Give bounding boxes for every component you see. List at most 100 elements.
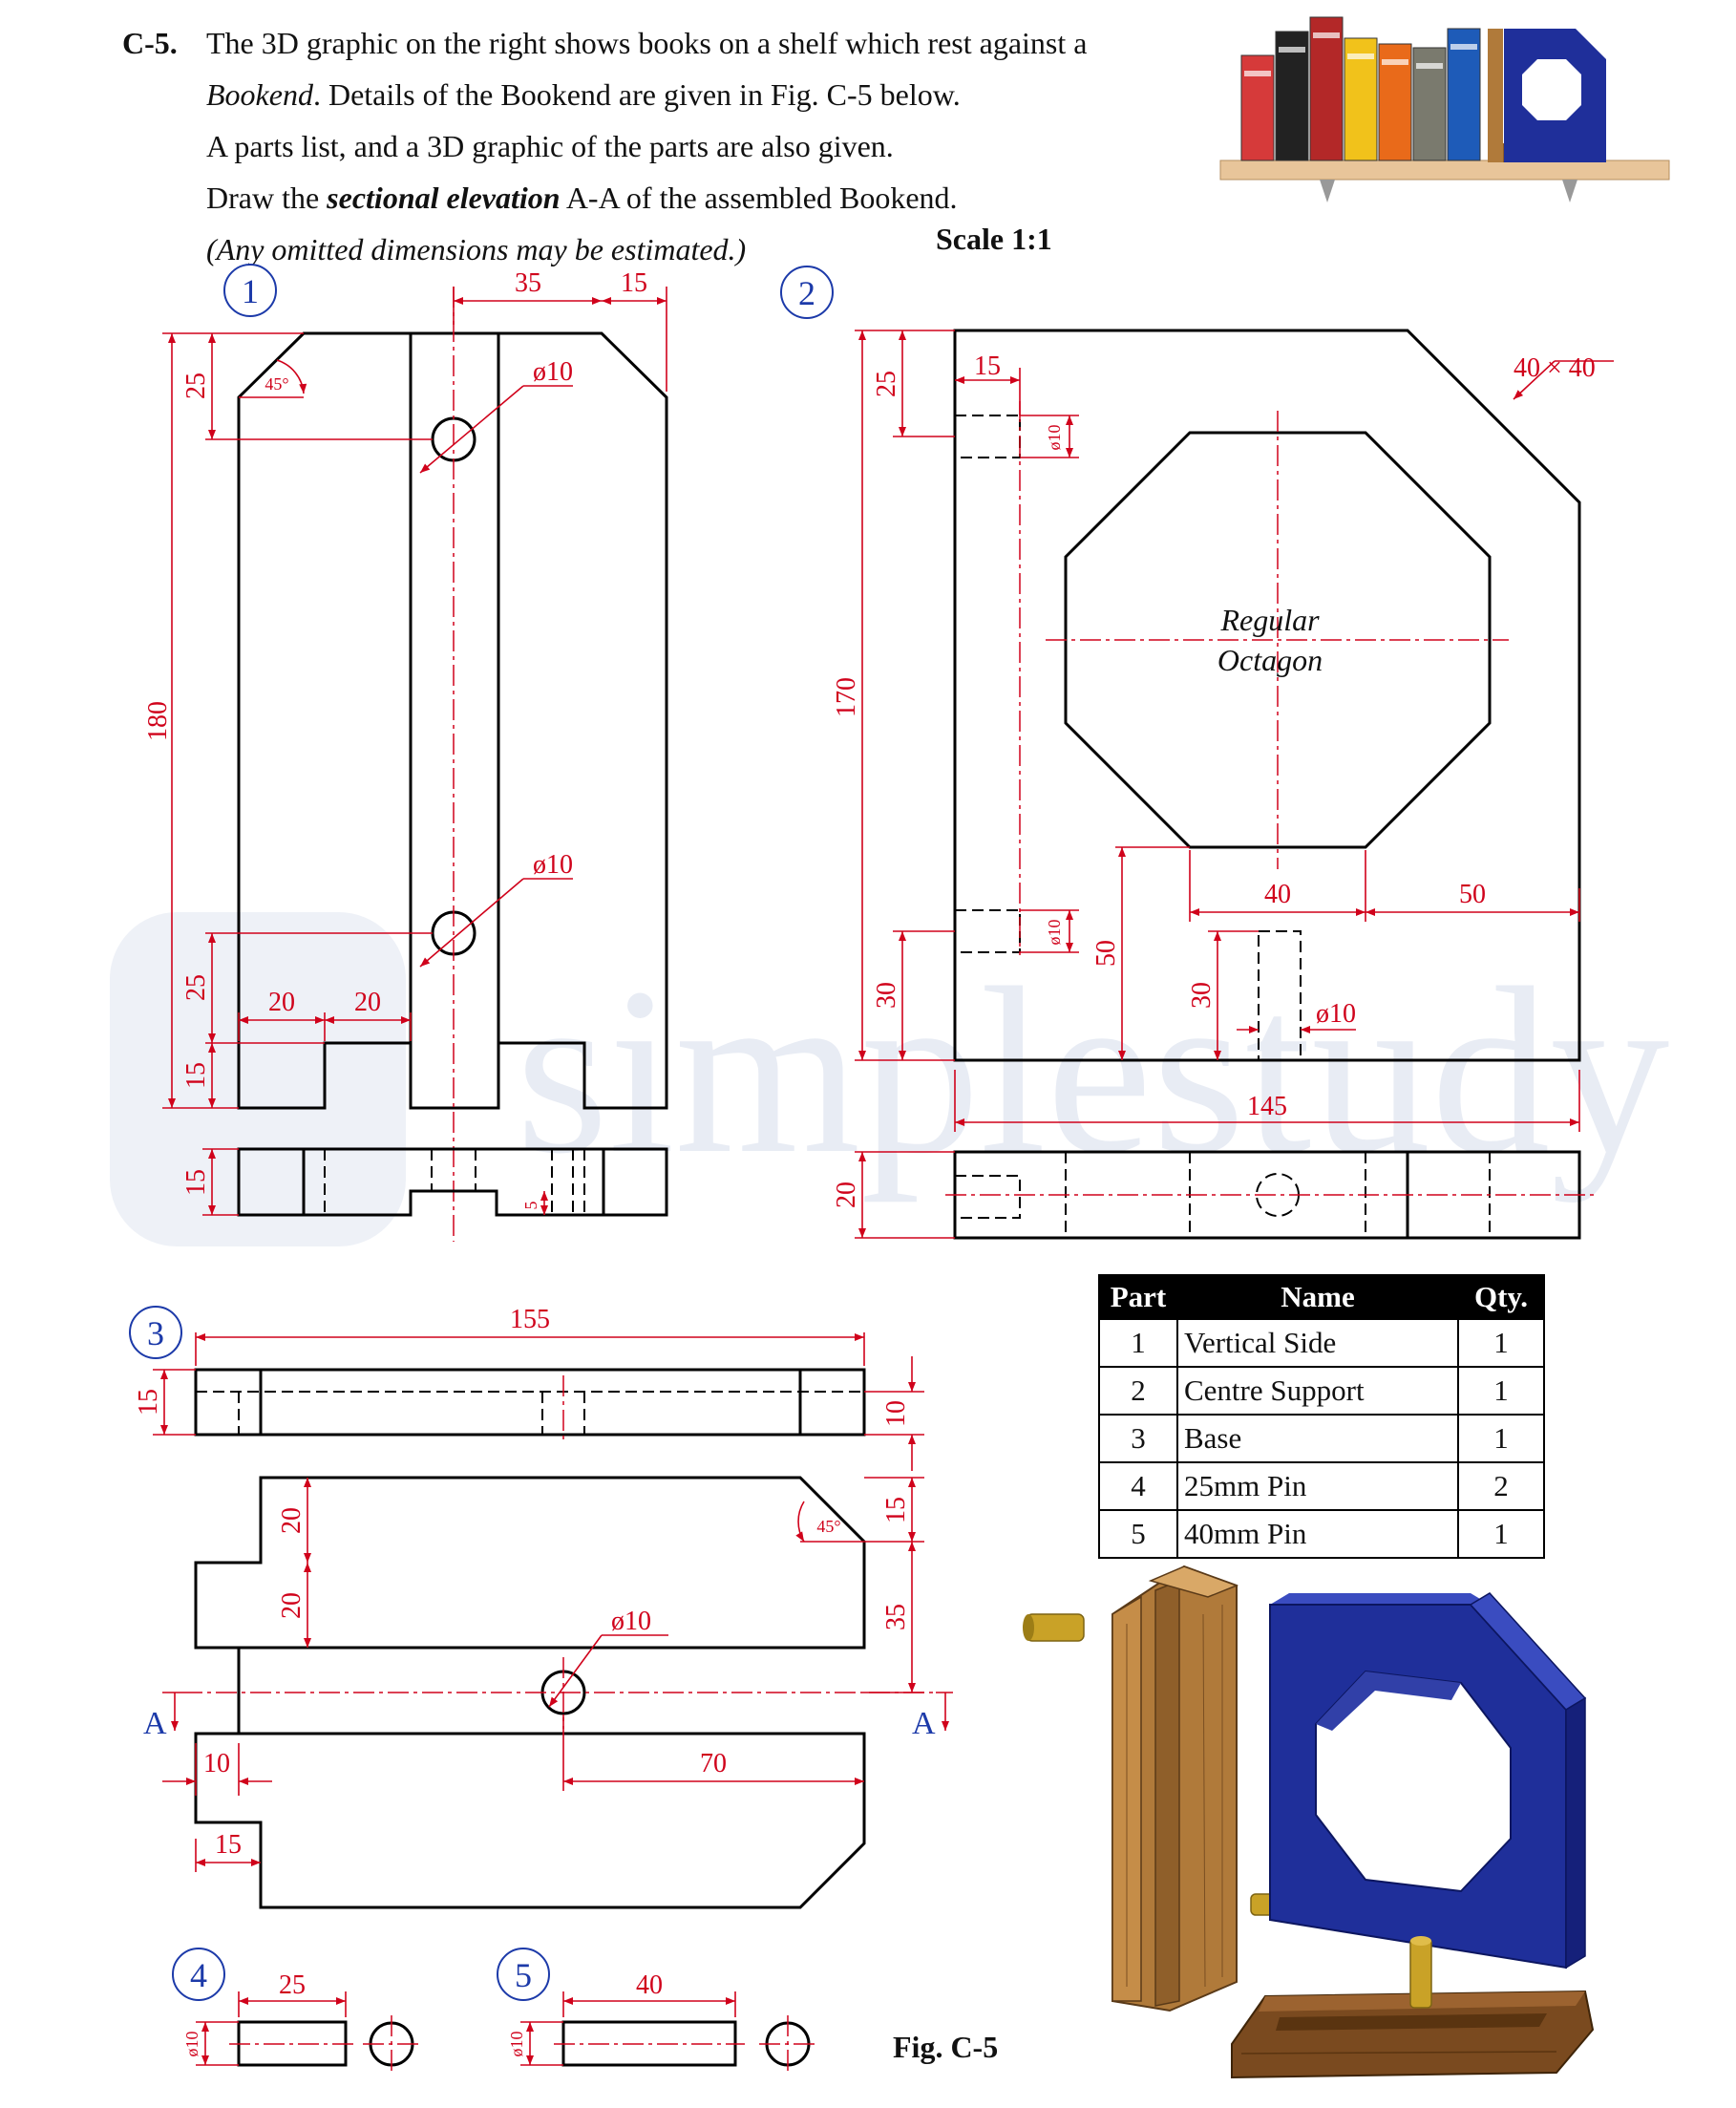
figure-label: Fig. C-5 [893, 2030, 999, 2064]
svg-text:15: 15 [881, 1497, 911, 1523]
octagon-label: Octagon [1217, 643, 1323, 677]
svg-text:2: 2 [798, 274, 815, 312]
table-row: 4 25mm Pin 2 [1098, 1461, 1545, 1511]
svg-text:15: 15 [134, 1389, 163, 1416]
svg-text:15: 15 [181, 1062, 211, 1089]
table-row: 1 Vertical Side 1 [1098, 1318, 1545, 1368]
table-row: 2 Centre Support 1 [1098, 1366, 1545, 1416]
watermark-text: simplestudy [516, 939, 1669, 1203]
svg-text:50: 50 [1459, 880, 1486, 909]
cell-qty: 2 [1457, 1461, 1545, 1511]
cell-qty: 1 [1457, 1414, 1545, 1463]
books [1240, 16, 1481, 161]
svg-text:170: 170 [832, 677, 861, 717]
question-number: C-5. [122, 26, 178, 60]
part-number-2: 2 [780, 266, 834, 319]
book [1309, 16, 1344, 161]
svg-text:180: 180 [143, 701, 173, 741]
book [1275, 31, 1309, 161]
vertical-side-3d [1111, 1565, 1239, 2012]
svg-text:20: 20 [832, 1182, 861, 1208]
book [1447, 28, 1481, 161]
octagon-label: Regular [1219, 603, 1320, 637]
part1-plan [237, 1147, 668, 1217]
svg-text:ø10: ø10 [611, 1607, 651, 1636]
part2-plan [945, 1150, 1595, 1240]
header-qty: Qty. [1457, 1274, 1545, 1320]
svg-text:15: 15 [181, 1169, 211, 1196]
question-line-5: (Any omitted dimensions may be estimated… [206, 232, 747, 266]
centre-support-3d [1269, 1592, 1587, 1970]
bookshelf-illustration [1219, 16, 1670, 202]
svg-text:25: 25 [181, 373, 211, 399]
table-row: 5 40mm Pin 1 [1098, 1509, 1545, 1559]
shelf-bracket [1562, 180, 1577, 202]
header-name: Name [1176, 1274, 1459, 1320]
part3-plan-view [181, 1476, 936, 1909]
svg-text:25: 25 [872, 371, 901, 397]
svg-text:50: 50 [1091, 940, 1121, 967]
cell-name: 25mm Pin [1176, 1461, 1459, 1511]
svg-text:1: 1 [242, 272, 259, 310]
cell-name: 40mm Pin [1176, 1509, 1459, 1559]
svg-text:20: 20 [277, 1592, 307, 1619]
question-line-4: Draw the sectional elevation A-A of the … [206, 181, 958, 215]
exploded-3d-graphic [1023, 1565, 1595, 2079]
svg-text:20: 20 [277, 1507, 307, 1534]
cell-part: 2 [1098, 1366, 1178, 1416]
cell-name: Vertical Side [1176, 1318, 1459, 1368]
cell-qty: 1 [1457, 1318, 1545, 1368]
part-number-4: 4 [172, 1948, 225, 2001]
svg-text:5: 5 [521, 1202, 540, 1210]
svg-text:ø10: ø10 [533, 357, 573, 387]
cell-part: 4 [1098, 1461, 1178, 1511]
cell-part: 5 [1098, 1509, 1178, 1559]
svg-text:70: 70 [700, 1749, 727, 1778]
parts-list-header: Part Name Qty. [1098, 1274, 1545, 1320]
parts-list-table: Part Name Qty. 1 Vertical Side 1 2 Centr… [1098, 1274, 1545, 1559]
svg-text:15: 15 [974, 351, 1001, 381]
bookend-side-illus [1488, 29, 1503, 162]
svg-text:10: 10 [203, 1749, 230, 1778]
svg-text:ø10: ø10 [1316, 999, 1356, 1029]
svg-text:45°: 45° [816, 1517, 840, 1536]
book-band [1279, 47, 1305, 53]
svg-text:145: 145 [1247, 1092, 1287, 1121]
svg-text:4: 4 [190, 1956, 207, 1994]
book-band [1450, 44, 1477, 50]
cell-part: 1 [1098, 1318, 1178, 1368]
svg-text:35: 35 [515, 268, 541, 298]
pin-3d [1409, 1936, 1432, 2009]
svg-text:15: 15 [621, 268, 647, 298]
section-label-right: A [912, 1706, 936, 1741]
svg-text:35: 35 [881, 1604, 911, 1630]
svg-text:25: 25 [279, 1970, 306, 2000]
pin-3d [1023, 1613, 1085, 1642]
svg-text:ø10: ø10 [182, 2032, 201, 2057]
question-text: C-5. The 3D graphic on the right shows b… [122, 17, 1192, 275]
book-band [1416, 63, 1443, 69]
book-band [1313, 32, 1340, 38]
book-band [1347, 53, 1374, 59]
cell-qty: 1 [1457, 1509, 1545, 1559]
table-row: 3 Base 1 [1098, 1414, 1545, 1463]
svg-text:ø10: ø10 [1045, 920, 1064, 946]
bookend-octagon-illus [1522, 59, 1581, 120]
svg-text:3: 3 [147, 1314, 164, 1352]
svg-text:10: 10 [881, 1400, 911, 1427]
cell-part: 3 [1098, 1414, 1178, 1463]
shelf [1219, 160, 1670, 181]
svg-text:25: 25 [181, 974, 211, 1001]
svg-text:ø10: ø10 [1045, 425, 1064, 451]
svg-text:20: 20 [268, 988, 295, 1017]
part1-elevation [237, 287, 668, 1242]
svg-text:5: 5 [515, 1956, 532, 1994]
shelf-bracket [1320, 180, 1335, 202]
part-number-1: 1 [223, 264, 277, 317]
cell-qty: 1 [1457, 1366, 1545, 1416]
part4-pin: 25 ø10 [182, 1970, 420, 2073]
scale-label: Scale 1:1 [936, 222, 1052, 256]
section-plane-A: A A [143, 1692, 953, 1741]
watermark-logo [110, 912, 406, 1246]
part3-dimensions: 155 15 10 20 20 45° 15 35 ø10 10 [134, 1305, 924, 1872]
